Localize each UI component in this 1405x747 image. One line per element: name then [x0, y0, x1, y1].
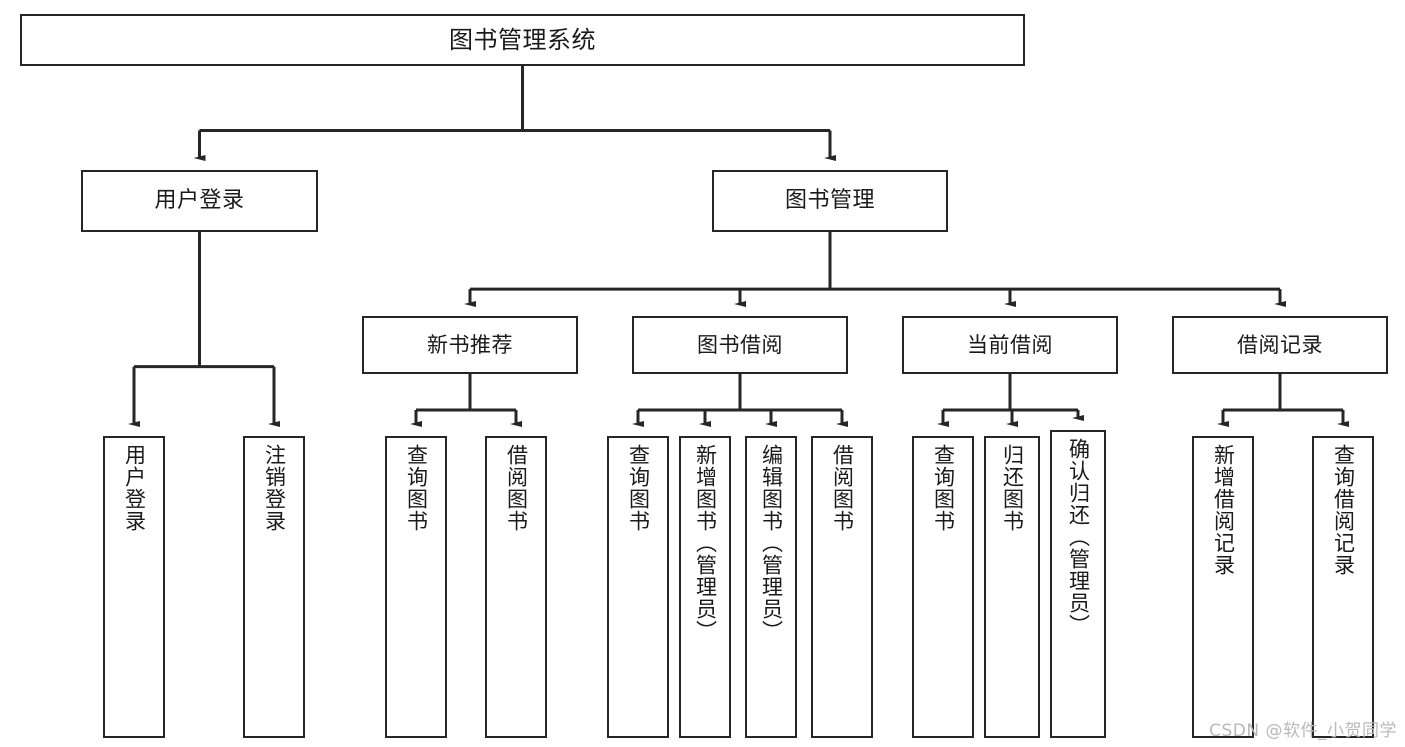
node-label-leaf-return: 归还图书: [1000, 444, 1025, 532]
node-leaf-user-login[interactable]: 用户登录: [103, 436, 165, 738]
node-label-book-borrow: 图书借阅: [697, 332, 783, 357]
node-leaf-borrow-2[interactable]: 借阅图书: [811, 436, 873, 738]
node-leaf-query-rec[interactable]: 查询借阅记录: [1312, 436, 1374, 738]
node-leaf-confirm[interactable]: 确认归还（管理员）: [1050, 430, 1106, 738]
node-leaf-add-book[interactable]: 新增图书（管理员）: [679, 436, 731, 738]
node-leaf-edit-book[interactable]: 编辑图书（管理员）: [745, 436, 797, 738]
node-label-user-login: 用户登录: [154, 188, 245, 214]
node-leaf-return[interactable]: 归还图书: [984, 436, 1040, 738]
node-label-leaf-user-login: 用户登录: [122, 444, 147, 532]
node-new-book-rec[interactable]: 新书推荐: [362, 316, 578, 374]
node-book-borrow[interactable]: 图书借阅: [632, 316, 848, 374]
node-user-login[interactable]: 用户登录: [81, 170, 318, 232]
node-leaf-query-2[interactable]: 查询图书: [607, 436, 669, 738]
node-leaf-logout[interactable]: 注销登录: [243, 436, 305, 738]
node-label-borrow-record: 借阅记录: [1237, 332, 1323, 357]
node-label-leaf-edit-book: 编辑图书（管理员）: [759, 444, 784, 642]
node-label-leaf-borrow-2: 借阅图书: [830, 444, 855, 532]
node-book-manage[interactable]: 图书管理: [712, 170, 948, 232]
node-borrow-record[interactable]: 借阅记录: [1172, 316, 1388, 374]
node-root[interactable]: 图书管理系统: [20, 14, 1025, 66]
node-label-leaf-borrow-1: 借阅图书: [504, 444, 529, 532]
node-leaf-borrow-1[interactable]: 借阅图书: [485, 436, 547, 738]
node-label-leaf-query-1: 查询图书: [404, 444, 429, 532]
node-label-root: 图书管理系统: [449, 25, 596, 54]
node-label-leaf-add-rec: 新增借阅记录: [1211, 444, 1236, 576]
node-label-current-borrow: 当前借阅: [967, 332, 1053, 357]
node-label-new-book-rec: 新书推荐: [427, 332, 513, 357]
node-label-book-manage: 图书管理: [784, 188, 875, 214]
node-label-leaf-add-book: 新增图书（管理员）: [693, 444, 718, 642]
node-leaf-query-1[interactable]: 查询图书: [385, 436, 447, 738]
node-label-leaf-logout: 注销登录: [262, 444, 287, 532]
node-label-leaf-confirm: 确认归还（管理员）: [1066, 438, 1091, 636]
node-label-leaf-query-3: 查询图书: [931, 444, 956, 532]
node-current-borrow[interactable]: 当前借阅: [902, 316, 1118, 374]
node-leaf-query-3[interactable]: 查询图书: [912, 436, 974, 738]
node-label-leaf-query-2: 查询图书: [626, 444, 651, 532]
node-leaf-add-rec[interactable]: 新增借阅记录: [1192, 436, 1254, 738]
node-label-leaf-query-rec: 查询借阅记录: [1331, 444, 1356, 576]
